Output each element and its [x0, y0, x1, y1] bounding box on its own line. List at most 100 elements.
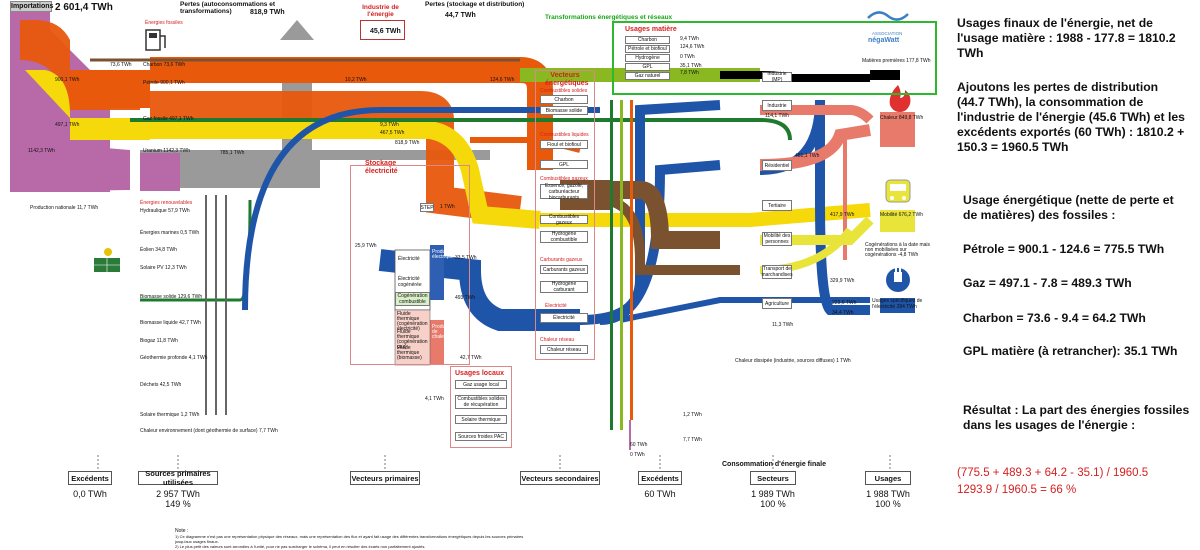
flow-value-13: 33,5 TWh: [455, 255, 477, 261]
flow-canvas: [10, 11, 937, 470]
thin-flow-lime: [620, 100, 623, 430]
matieres-premieres-label: Matières premières 177,8 TWh: [862, 58, 931, 64]
flow-value-7: 9,3 TWh: [380, 122, 399, 128]
bottom-excedents-1: Excédents: [68, 471, 112, 485]
uranium-source-label: Uranium 1142,3 TWh: [143, 148, 191, 154]
chaleur-env-label: Chaleur environnement (dont géothermie d…: [140, 428, 278, 434]
flow-value-26: 34,4 TWh: [832, 310, 854, 316]
flow-elec-usages: [619, 297, 870, 323]
flow-value-12: 493 TWh: [455, 295, 476, 301]
secteur-industrie: Industrie: [762, 100, 792, 111]
bottom-usages: Usages: [865, 471, 911, 485]
vecteur-combustibles-gazeux: Combustibles gazeux: [540, 214, 588, 226]
stockage-frame: [350, 165, 470, 365]
matiere-charbon: Charbon: [625, 36, 670, 44]
bottom-conso-finale: Consommation d'énergie finale: [722, 461, 826, 468]
chaleur-head: Chaleur réseau: [540, 337, 575, 343]
annotation-p1: Usages finaux de l'énergie, net de l'usa…: [957, 16, 1176, 60]
negawatt-logo-icon: [867, 11, 909, 21]
charbon-source-label: Charbon 73,6 TWh: [143, 62, 186, 68]
flow-value-17: 7,7 TWh: [683, 437, 702, 443]
flow-value-18: 60 TWh: [630, 442, 648, 448]
flow-gaz: [70, 118, 150, 140]
losses-arrow: [280, 20, 314, 40]
vecteurs-frame: [535, 70, 595, 360]
annotation-p4: Pétrole = 900.1 - 124.6 = 775.5 TWh: [963, 242, 1165, 256]
thin-flow-grey-2: [215, 195, 217, 415]
annotation-p8: Résultat : La part des énergies fossiles…: [963, 403, 1190, 432]
pertes-stockage-value: 44,7 TWh: [445, 12, 476, 19]
secteur-transport: Transport de marchandises: [761, 265, 793, 279]
cogen-combustible-box: Cogénération combustible: [395, 292, 430, 306]
annotation-p2: Ajoutons les pertes de distribution (44.…: [957, 80, 1185, 154]
industrie-mp-box: Industrie (MP): [762, 71, 792, 83]
marines-label: Énergies marines 0,5 TWh: [140, 230, 200, 236]
flow-value-2: 900,1 TWh: [55, 77, 80, 83]
notes-line2: 2) Le plus petit des valeurs sont arrond…: [175, 544, 426, 549]
pertes-auto-value: 818,9 TWh: [250, 9, 285, 16]
vecteur-charbon: Charbon: [540, 95, 588, 104]
flow-petrole: [70, 70, 150, 108]
bottom-sources: Sources primaires utilisées: [138, 469, 218, 487]
vecteur-essence: Essence, gazole, carburéacteur biocarbur…: [540, 183, 588, 201]
industrie-energie-label: Industrie de l'énergie: [362, 4, 399, 18]
vecteur-carburants-gazeux: Carburants gazeux: [540, 265, 588, 274]
secteur-residentiel: Résidentiel: [762, 160, 792, 171]
petrole-source-label: Pétrole 900,1 TWh: [143, 80, 185, 86]
flow-value-3: 497,1 TWh: [55, 122, 80, 128]
bottom-secteurs: Secteurs: [750, 471, 796, 485]
annotation-panel: Usages finaux de l'énergie, net de l'usa…: [955, 0, 1200, 550]
combustibles-liquides-head: Combustibles liquides: [540, 132, 589, 138]
flow-value-24: 223,6 TWh: [832, 300, 857, 306]
flow-value-25: 11,3 TWh: [772, 322, 794, 328]
transformations-label: Transformations énergétiques et réseaux: [545, 14, 673, 21]
energy-flow-diagram: Importations 2 601,4 TWh Pertes (autocon…: [10, 1, 937, 549]
bottom-secteurs-value: 1 989 TWh: [751, 489, 795, 499]
production-chaleur-bar: [430, 320, 444, 365]
flow-value-15: 4,1 TWh: [425, 396, 444, 402]
notes-title: Note :: [175, 528, 189, 534]
biomasse-liquide-label: Biomasse liquide 42,7 TWh: [140, 320, 201, 326]
pertes-auto-label: Pertes (autoconsommations et transformat…: [180, 1, 275, 15]
flow-value-5: 785,1 TWh: [220, 150, 245, 156]
matiere-value-petrole: 124,6 TWh: [680, 44, 705, 50]
flow-value-1: 73,6 TWh: [110, 62, 132, 68]
annotation-p6: Charbon = 73.6 - 9.4 = 64.2 TWh: [963, 311, 1146, 325]
dechets-label: Déchets 42,5 TWh: [140, 382, 182, 388]
logo-line2: négaWatt: [868, 37, 900, 44]
solar-panel-icon: [94, 248, 120, 272]
vecteur-hydrogene-comb: Hydrogène combustible: [540, 231, 588, 243]
matiere-value-gpl: 35,1 TWh: [680, 63, 702, 69]
electricite-head: Électricité: [545, 303, 567, 309]
fluide2-label: Fluide thermique (cogénération gaz): [397, 329, 428, 350]
flow-value-4: 1142,3 TWh: [28, 148, 55, 154]
matiere-gpl: GPL: [625, 63, 670, 71]
flow-value-27: 1 TWh: [440, 204, 455, 210]
annotation-p7: GPL matière (à retrancher): 35.1 TWh: [963, 344, 1178, 358]
thin-flow-green: [610, 100, 613, 430]
usages-locaux-frame: [450, 366, 512, 448]
annotation-p10: 1293.9 / 1960.5 = 66 %: [957, 484, 1077, 496]
bottom-excedents-2: Excédents: [638, 471, 682, 485]
flow-value-23: 329,9 TWh: [830, 278, 855, 284]
bottom-usages-value: 1 988 TWh: [866, 489, 910, 499]
usage-mobilite-box: [880, 210, 915, 232]
vecteur-chaleur: Chaleur réseau: [540, 345, 588, 354]
secteur-tertiaire: Tertiaire: [762, 200, 792, 211]
renouvelables-label: Énergies renouvelables: [140, 200, 193, 206]
cogen-note: Cogénérations à la date mais non mobilis…: [865, 242, 931, 258]
flow-uranium-import: [10, 140, 130, 192]
train-icon: [885, 179, 911, 203]
bottom-sources-pct: 149 %: [165, 499, 191, 509]
fluide1-label: Fluide thermique (cogénération électrici…: [397, 311, 428, 332]
secteur-mobilite: Mobilité des personnes: [762, 232, 792, 246]
flow-biomasse-main: [130, 118, 792, 141]
flow-elec-residentiel: [599, 160, 721, 325]
hydraulique-label: Hydraulique 57,9 TWh: [140, 208, 190, 214]
biomasse-solide-label: Biomasse solide 129,6 TWh: [140, 294, 203, 300]
chaleur-dissipee-label: Chaleur dissipée (industrie, sources dif…: [735, 358, 851, 364]
bottom-vecteurs-primaires: Vecteurs primaires: [350, 471, 420, 485]
flow-losses: [180, 150, 490, 160]
cogeneration-box: [394, 309, 431, 366]
geothermie-label: Géothermie profonde 4,1 TWh: [140, 355, 208, 361]
